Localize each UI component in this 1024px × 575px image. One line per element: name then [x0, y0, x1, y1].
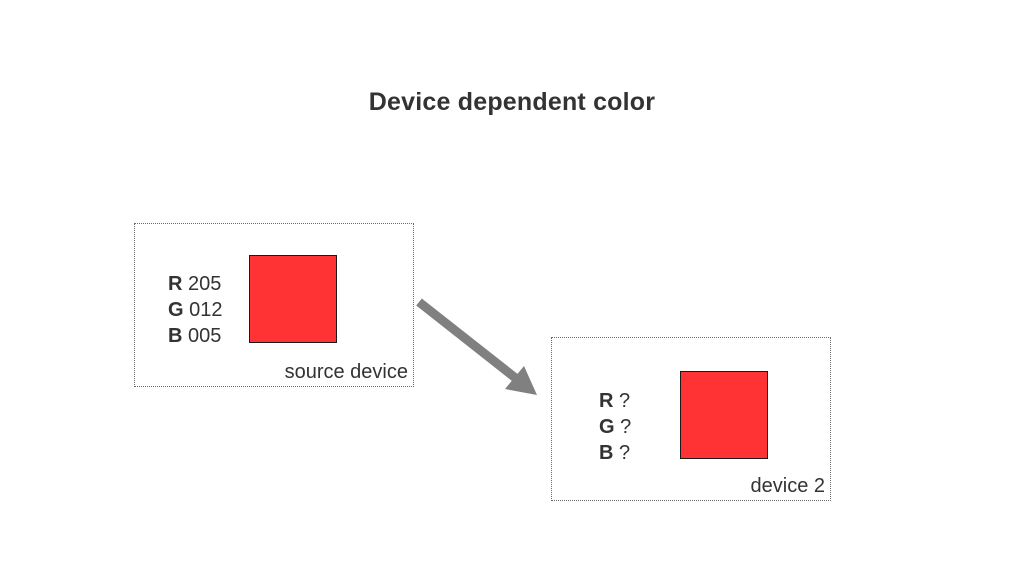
source-color-swatch — [249, 255, 337, 343]
source-rgb-values: R 205 G 012 B 005 — [168, 271, 223, 349]
source-g-label: G — [168, 299, 184, 321]
source-b-value: 005 — [188, 325, 222, 347]
source-g-value: 012 — [189, 299, 223, 321]
slide-title: Device dependent color — [368, 88, 656, 116]
source-b-label: B — [168, 325, 183, 347]
device-2-box: R ? G ? B ? device 2 — [551, 337, 831, 501]
device-2-color-swatch — [680, 371, 768, 459]
arrow-shaft — [416, 298, 521, 384]
source-r-value: 205 — [188, 273, 222, 295]
device-2-r-label: R — [599, 390, 614, 412]
arrow-head — [505, 366, 537, 395]
source-r-label: R — [168, 273, 183, 295]
device-2-label: device 2 — [750, 475, 826, 497]
device-2-g-label: G — [599, 416, 615, 438]
device-2-g-value: ? — [620, 416, 632, 438]
device-2-rgb-values: R ? G ? B ? — [599, 388, 631, 466]
source-g-row: G 012 — [168, 297, 223, 323]
source-r-row: R 205 — [168, 271, 223, 297]
device-2-r-value: ? — [619, 390, 631, 412]
device-2-r-row: R ? — [599, 388, 631, 414]
device-2-b-row: B ? — [599, 440, 631, 466]
source-b-row: B 005 — [168, 323, 223, 349]
device-2-b-value: ? — [619, 442, 631, 464]
device-2-b-label: B — [599, 442, 614, 464]
device-2-g-row: G ? — [599, 414, 631, 440]
source-device-box: R 205 G 012 B 005 source device — [134, 223, 414, 387]
source-device-label: source device — [284, 361, 408, 383]
